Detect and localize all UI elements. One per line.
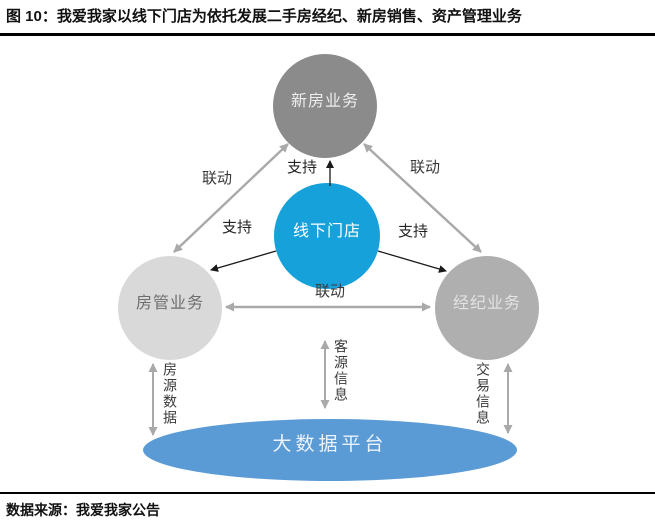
new-house-circle bbox=[273, 54, 377, 158]
support-label-right: 支持 bbox=[397, 223, 428, 240]
new-house-label: 新房业务 bbox=[290, 93, 359, 110]
linkage-arrow-top-right bbox=[363, 143, 482, 253]
transaction-info-label: 交易信息 bbox=[475, 362, 491, 426]
linkage-label-top-right: 联动 bbox=[409, 159, 440, 176]
customer-info-label: 客源信息 bbox=[333, 339, 349, 403]
data-source-note: 数据来源：我爱我家公告 bbox=[0, 492, 655, 520]
listing-data-label: 房源数据 bbox=[162, 362, 178, 426]
support-arrow-left bbox=[210, 250, 277, 272]
linkage-label-middle: 联动 bbox=[314, 283, 345, 300]
property-mgmt-label: 房管业务 bbox=[135, 295, 204, 312]
brokerage-label: 经纪业务 bbox=[452, 295, 521, 312]
figure-title: 图 10：我爱我家以线下门店为依托发展二手房经纪、新房销售、资产管理业务 bbox=[0, 0, 655, 36]
support-label-top: 支持 bbox=[286, 159, 317, 176]
property-mgmt-circle bbox=[118, 256, 222, 360]
diagram-canvas bbox=[118, 54, 539, 481]
brokerage-circle bbox=[435, 256, 539, 360]
big-data-platform-ellipse bbox=[143, 419, 517, 481]
big-data-platform-label: 大数据平台 bbox=[272, 434, 388, 455]
offline-store-label: 线下门店 bbox=[292, 223, 361, 240]
support-label-left: 支持 bbox=[221, 219, 252, 236]
support-arrow-right bbox=[377, 250, 447, 273]
offline-store-circle bbox=[274, 183, 380, 289]
business-diagram: 新房业务 线下门店 房管业务 经纪业务 大数据平台 联动 联动 联动 支持 支持… bbox=[0, 36, 655, 492]
linkage-label-top-left: 联动 bbox=[201, 170, 232, 187]
linkage-arrow-top-left bbox=[173, 143, 289, 253]
